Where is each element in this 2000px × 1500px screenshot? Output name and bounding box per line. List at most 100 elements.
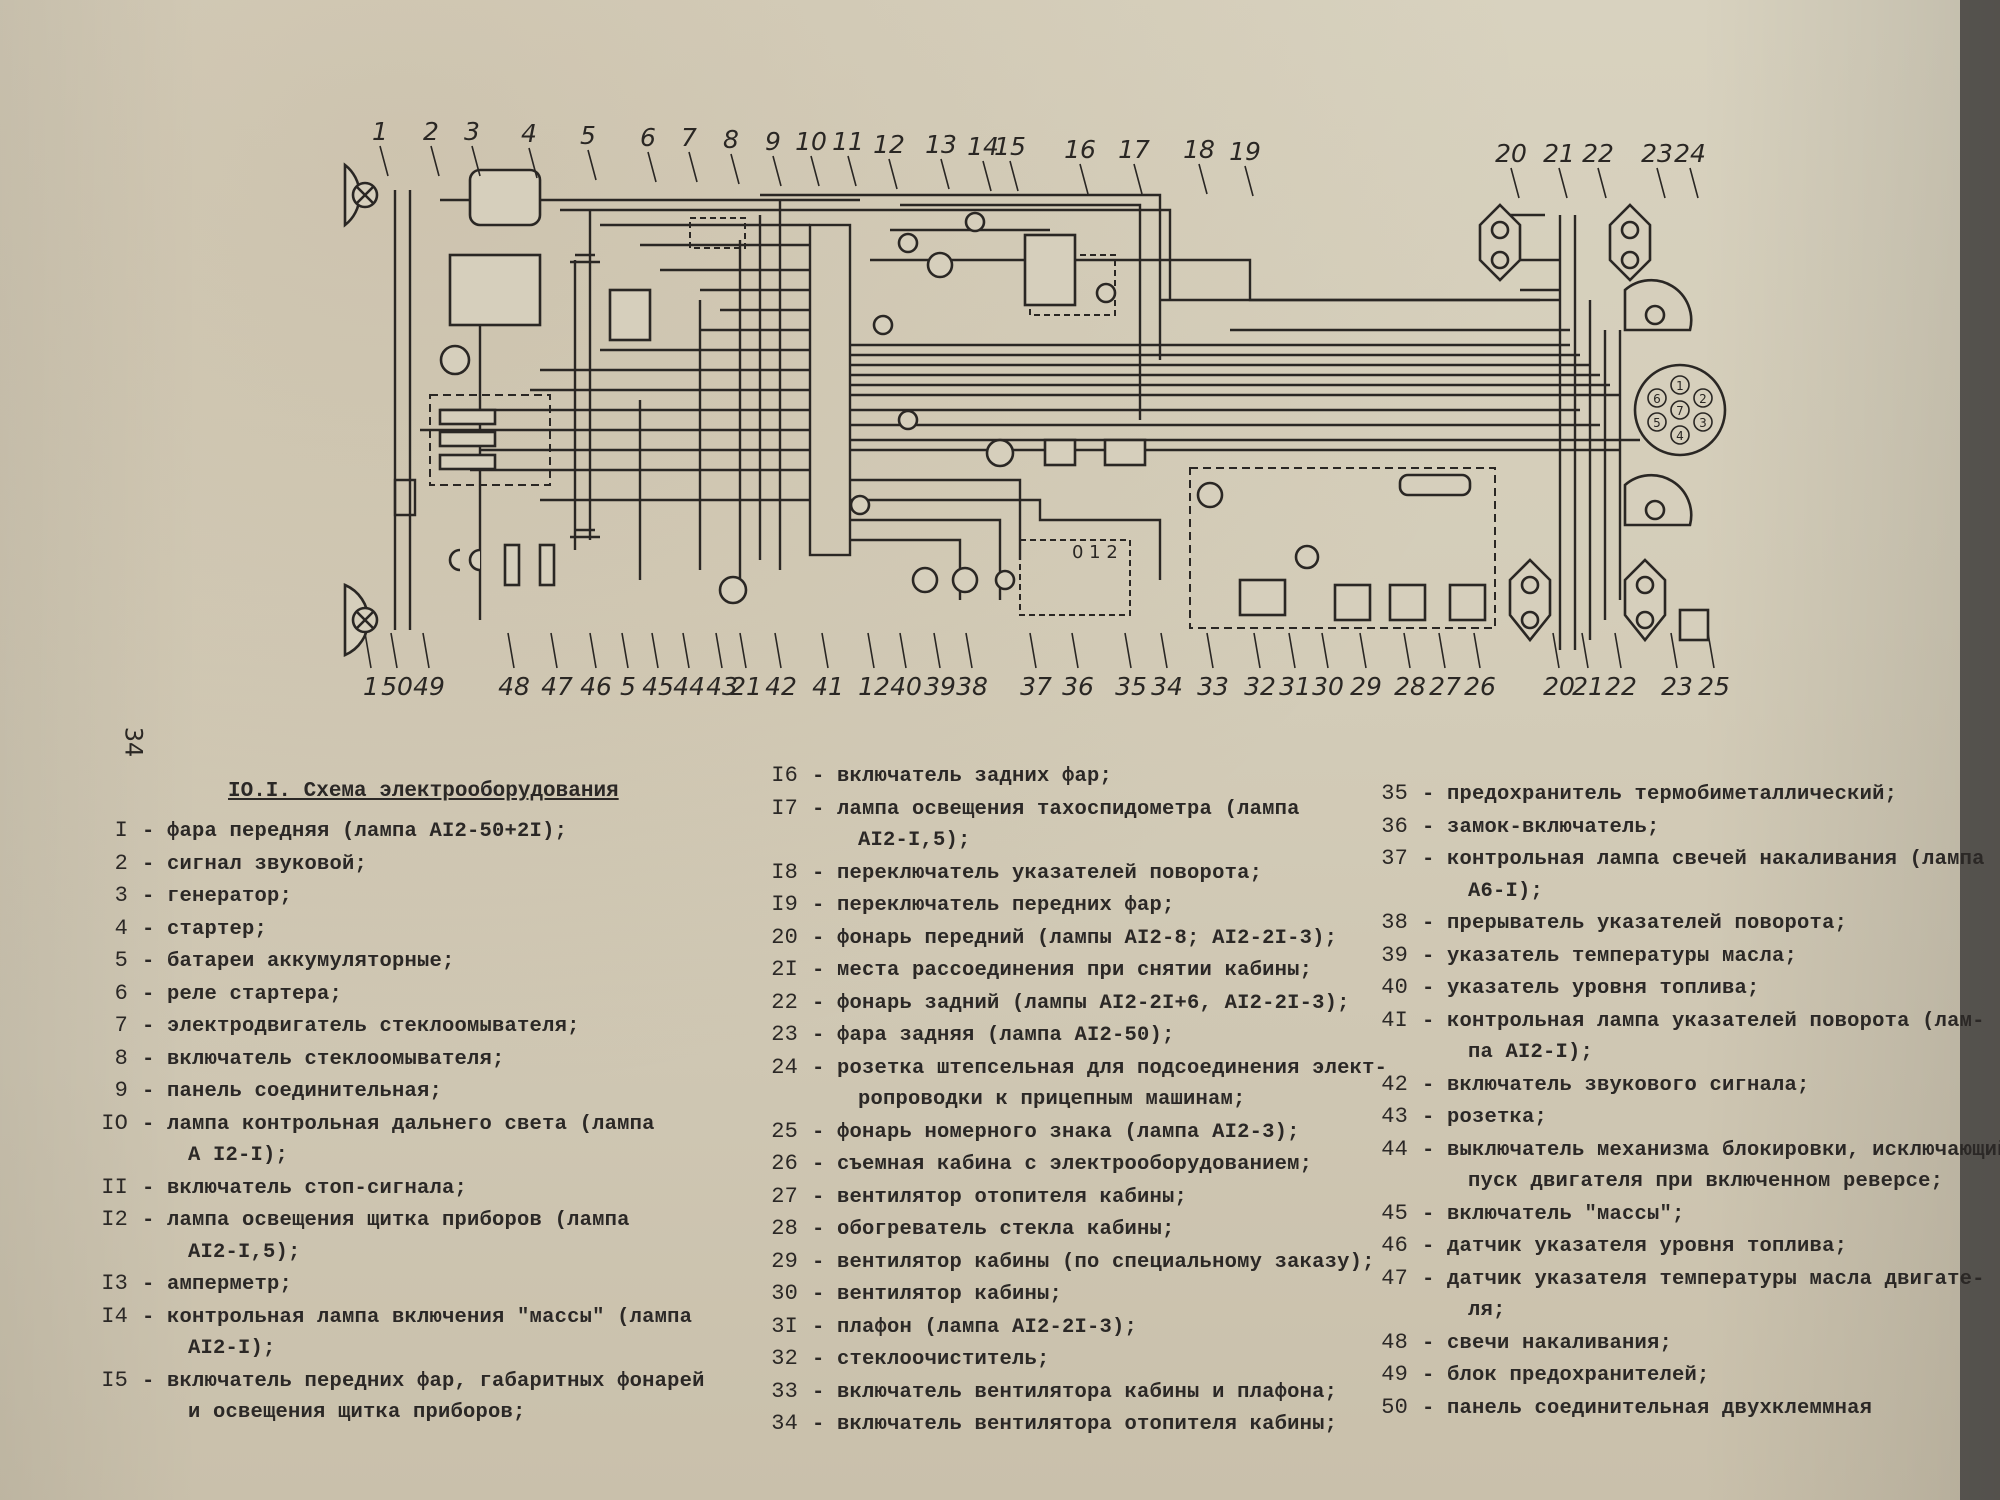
callout-label: 48 — [498, 672, 530, 701]
legend-item: 35- предохранитель термобиметаллический; — [1350, 778, 2000, 811]
callout-label: 31 — [1279, 672, 1311, 701]
legend-item-text: - места рассоединения при снятии кабины; — [812, 959, 1313, 982]
leader-line — [1009, 160, 1019, 192]
leader-line — [1124, 632, 1132, 669]
socket-pin — [1670, 375, 1690, 395]
callout-label: 27 — [1429, 672, 1461, 701]
leader-line — [1244, 165, 1254, 197]
legend-item: 2I- места рассоединения при снятии кабин… — [740, 954, 1387, 987]
legend-item: 23- фара задняя (лампа AI2-50); — [740, 1019, 1387, 1052]
leader-line — [1581, 632, 1589, 669]
legend-item: 3 - генератор; — [70, 880, 705, 913]
callout-label: 26 — [1464, 672, 1496, 701]
legend-item: 29- вентилятор кабины (по специальному з… — [740, 1246, 1387, 1279]
legend-item: 39- указатель температуры масла; — [1350, 940, 2000, 973]
leader-line — [1558, 167, 1568, 199]
legend-item: I2- лампа освещения щитка приборов (ламп… — [70, 1204, 705, 1268]
legend-item: I6- включатель задних фар; — [740, 760, 1387, 793]
socket-pin-number: 6 — [1653, 392, 1661, 406]
legend-item-text: - электродвигатель стеклоомывателя; — [142, 1015, 580, 1038]
legend-item-number: I2 — [101, 1207, 128, 1232]
callout-label: 20 — [1495, 139, 1527, 168]
generator-icon — [468, 168, 542, 227]
legend-item-continuation: AI2-I,5); — [188, 1240, 301, 1264]
callout-label: 13 — [925, 130, 957, 159]
headlight-icon — [343, 583, 379, 657]
legend-item: 42- включатель звукового сигнала; — [1350, 1069, 2000, 1102]
socket-pin-number: 3 — [1699, 416, 1707, 430]
callout-label: 18 — [1183, 135, 1215, 164]
legend-item-text: - включатель вентилятора кабины и плафон… — [812, 1380, 1338, 1404]
legend-item-text: - контрольная лампа включения "массы" (л… — [142, 1305, 693, 1329]
horn-icon — [439, 344, 471, 376]
legend-column-3: 35- предохранитель термобиметаллический;… — [1350, 778, 2000, 1424]
legend-item-text: - стартер; — [142, 917, 268, 941]
leader-line — [940, 158, 950, 190]
legend-item: 8- включатель стеклоомывателя; — [70, 1043, 705, 1076]
socket-pin — [1647, 388, 1667, 408]
legend-item-continuation: ля; — [1468, 1299, 1506, 1322]
legend-item: 4- стартер; — [70, 913, 705, 946]
socket-pin-number: 1 — [1676, 379, 1684, 393]
legend-item-text: - плафон (лампа AI2-2I-3); — [812, 1315, 1138, 1339]
legend-item-number: I — [114, 818, 128, 843]
legend-item-number: 30 — [771, 1281, 798, 1306]
leader-line — [688, 151, 698, 183]
callout-label: 30 — [1312, 672, 1344, 701]
legend-item-number: I8 — [771, 859, 798, 885]
callout-label: 21 — [1543, 139, 1575, 168]
legend-item: 30- вентилятор кабины; — [740, 1278, 1387, 1311]
callout-label: 12 — [858, 672, 890, 701]
legend-item-text: - выключатель механизма блокировки, искл… — [1422, 1138, 2000, 1162]
indicator-lamps — [718, 211, 1320, 605]
callout-label: 2 — [423, 117, 439, 146]
legend-item: I5- включатель передних фар, габаритных … — [70, 1365, 705, 1429]
legend-item-text: - розетка; — [1422, 1106, 1548, 1129]
legend-item-text: - генератор; — [142, 885, 293, 908]
callout-label: 41 — [812, 672, 844, 701]
legend-item-number: 2 — [114, 850, 128, 876]
callout-label: 24 — [1674, 139, 1706, 168]
legend-item-number: 34 — [771, 1411, 798, 1436]
legend-item-number: 42 — [1381, 1071, 1408, 1097]
leader-line — [647, 151, 657, 183]
callout-label: 34 — [1151, 672, 1183, 701]
callout-label: 42 — [765, 672, 797, 701]
socket-pin — [1647, 412, 1667, 432]
legend-item-text: - фонарь задний (лампы AI2-2I+6, AI2-2I-… — [812, 991, 1350, 1015]
legend-item-number: I5 — [101, 1367, 128, 1393]
page-number: 34 — [119, 726, 148, 758]
legend-item-number: I4 — [101, 1303, 128, 1329]
callout-label: 5 — [580, 121, 596, 150]
legend-item-text: - обогреватель стекла кабины; — [812, 1218, 1175, 1241]
legend-item-text: - розетка штепсельная для подсоединения … — [812, 1056, 1388, 1080]
legend-item-text: - панель соединительная; — [142, 1080, 443, 1103]
callout-label: 1 — [372, 117, 388, 146]
callout-label: 4 — [521, 119, 537, 148]
legend-item-text: - предохранитель термобиметаллический; — [1422, 783, 1898, 806]
wires — [393, 190, 1640, 650]
legend-item-continuation: па AI2-I); — [1468, 1041, 1594, 1064]
legend-item-number: 26 — [771, 1151, 798, 1176]
legend-item-text: - указатель уровня топлива; — [1422, 977, 1760, 1000]
legend-item-number: 20 — [771, 924, 798, 950]
legend-item: 6- реле стартера; — [70, 978, 705, 1011]
callout-label: 8 — [723, 125, 739, 154]
legend-item: 40- указатель уровня топлива; — [1350, 972, 2000, 1005]
leader-line — [430, 145, 440, 177]
legend-item: 46- датчик указателя уровня топлива; — [1350, 1230, 2000, 1263]
legend-item: 44- выключатель механизма блокировки, ис… — [1350, 1134, 2000, 1198]
legend-item: 22- фонарь задний (лампы AI2-2I+6, AI2-2… — [740, 987, 1387, 1020]
legend-item-number: 3 — [114, 883, 128, 908]
callout-label: 45 — [642, 672, 674, 701]
leader-line — [1438, 632, 1446, 669]
legend-item-text: - включатель стеклоомывателя; — [142, 1047, 505, 1071]
legend-item-number: I6 — [771, 763, 798, 788]
leader-line — [772, 155, 782, 187]
callout-label: 46 — [580, 672, 612, 701]
legend-item-number: 27 — [771, 1183, 798, 1209]
leader-line — [933, 632, 941, 669]
legend-item-text: - блок предохранителей; — [1422, 1364, 1710, 1387]
